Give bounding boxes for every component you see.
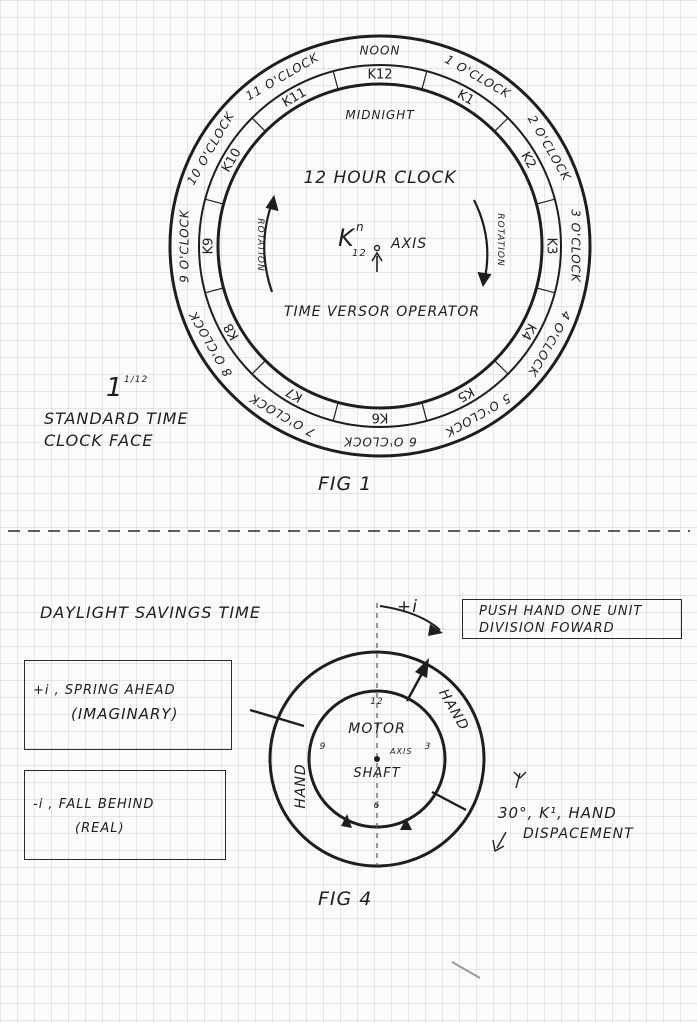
axis-point [373,244,381,252]
fall-behind-line-2: (REAL) [75,821,125,836]
ring-divider-1 [494,117,509,132]
axis-label-group: K n 12 AXIS [338,220,427,272]
hand-divider-left [249,708,305,728]
rotation-arrow-left [263,199,275,293]
rotation-label-right: ROTATION [495,213,505,266]
shaft-label: SHAFT [353,766,400,781]
ring-label-3: 3 O'CLOCK [569,209,583,283]
hour-ring-ticks [205,71,555,421]
axis-label: AXIS [390,236,427,252]
k-marker-7: K7 [283,383,305,404]
ring-divider-5 [421,402,428,421]
spring-ahead-box: +i , SPRING AHEAD (IMAGINARY) [24,660,232,750]
axis-subscript: 12 [352,248,367,259]
ring-divider-0 [421,71,428,90]
displacement-line-1: 30°, K¹, HAND [498,804,617,822]
k-marker-3: K3 [544,238,559,255]
dial-12: 12 [370,697,383,707]
ring-divider-6 [332,402,339,421]
dial-6: 6 [374,801,381,811]
motor-axis-label: AXIS [389,747,412,756]
dial-9: 9 [320,742,327,752]
push-hand-note-box: PUSH HAND ONE UNIT DIVISION FOWARD [462,599,682,639]
ring-label-9: 9 O'CLOCK [178,209,192,283]
hand-dial: 12 3 6 9 MOTOR AXIS SHAFT HAND HAND [249,603,486,868]
k-marker-4: K4 [517,320,538,342]
displacement-annotation: 30°, K¹, HAND DISPACEMENT [492,771,634,853]
clock-middle-ring [198,64,562,428]
k-marker-6: K6 [372,410,389,425]
standard-time-caption: STANDARD TIME [44,409,189,428]
hand-pointer-arrowhead [415,658,429,678]
fig-1-label: FIG 1 [318,473,372,495]
dial-3: 3 [425,742,432,752]
ring-divider-4 [494,360,509,375]
clock-title: 12 HOUR CLOCK [303,168,457,188]
plus-i-arrow [379,605,441,631]
fig-4-label: FIG 4 [318,888,372,910]
k-marker-5: K5 [454,383,476,404]
plus-i-label: +i [397,597,418,617]
notation-superscript: 1/12 [124,375,148,385]
ring-divider-10 [251,117,266,132]
midnight-label: MIDNIGHT [345,108,415,122]
rotation-arrow-right [473,199,489,283]
clock-inner-ring [216,82,544,410]
displacement-line-2: DISPACEMENT [523,826,634,842]
push-hand-note-line-1: PUSH HAND ONE UNIT [479,604,643,619]
ring-label-0: NOON [360,44,401,58]
dst-title: DAYLIGHT SAVINGS TIME [40,603,261,622]
motor-shaft-axis-point [374,756,380,762]
unit-notation: 1 1/12 [106,373,148,403]
k-marker-9: K9 [202,238,217,255]
fall-behind-box: -i , FALL BEHIND (REAL) [24,770,226,860]
ring-label-6: 6 O'CLOCK [343,435,417,449]
ring-divider-7 [251,360,266,375]
push-hand-note-line-2: DIVISION FOWARD [479,621,615,636]
notation-base: 1 [106,373,124,403]
axis-symbol: K [338,224,356,252]
ring-divider-8 [205,287,224,294]
k-marker-0: K12 [367,68,392,83]
k-marker-2: K2 [517,149,538,171]
motor-label: MOTOR [348,721,405,737]
clock-outer-ring [168,34,592,458]
spring-ahead-line-2: (IMAGINARY) [71,705,179,723]
fall-behind-line-1: -i , FALL BEHIND [33,797,155,812]
ring-divider-9 [205,198,224,205]
ring-divider-2 [536,198,555,205]
hand-label-right: HAND [435,686,472,733]
k-marker-8: K8 [221,320,242,342]
paper-mark [451,961,481,979]
clock-face-caption: CLOCK FACE [44,431,153,450]
ring-divider-11 [332,71,339,90]
rotation-label-left: ROTATION [255,218,265,271]
hand-label-left: HAND [293,763,309,808]
hand-divider-right [431,790,467,812]
spring-ahead-line-1: +i , SPRING AHEAD [33,683,176,698]
k-marker-1: K1 [454,87,476,108]
time-versor-operator-label: TIME VERSOR OPERATOR [284,304,480,320]
axis-superscript: n [356,220,365,234]
ring-divider-3 [536,287,555,294]
